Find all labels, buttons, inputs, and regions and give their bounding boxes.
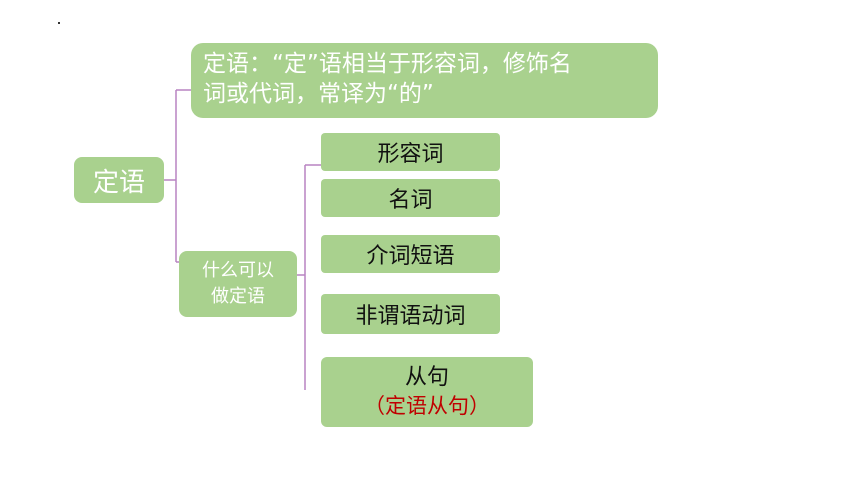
option-adjective: 形容词 bbox=[321, 133, 500, 171]
definition-line-1: 定语：“定”语相当于形容词，修饰名 bbox=[203, 51, 572, 77]
option-label: 非谓语动词 bbox=[355, 304, 466, 329]
option-non-finite-verb: 非谓语动词 bbox=[321, 294, 500, 334]
stray-dot bbox=[58, 22, 60, 24]
root-bracket bbox=[164, 89, 191, 263]
question-node: 什么可以 做定语 bbox=[179, 251, 297, 317]
option-clause: 从句 （定语从句） bbox=[321, 357, 533, 427]
option-noun: 名词 bbox=[321, 179, 500, 217]
option-label: 介词短语 bbox=[366, 244, 455, 269]
question-line-2: 做定语 bbox=[211, 286, 265, 307]
option-note: （定语从句） bbox=[364, 394, 490, 418]
options-bracket bbox=[297, 164, 321, 390]
root-label: 定语 bbox=[92, 167, 145, 198]
root-node: 定语 bbox=[74, 157, 164, 203]
option-label: 从句 bbox=[404, 365, 449, 390]
option-label: 形容词 bbox=[377, 142, 444, 167]
definition-box: 定语：“定”语相当于形容词，修饰名 词或代词，常译为“的” bbox=[191, 43, 658, 118]
question-line-1: 什么可以 bbox=[202, 260, 274, 281]
option-prepositional-phrase: 介词短语 bbox=[321, 235, 500, 273]
option-label: 名词 bbox=[388, 188, 433, 213]
definition-line-2: 词或代词，常译为“的” bbox=[203, 81, 434, 107]
